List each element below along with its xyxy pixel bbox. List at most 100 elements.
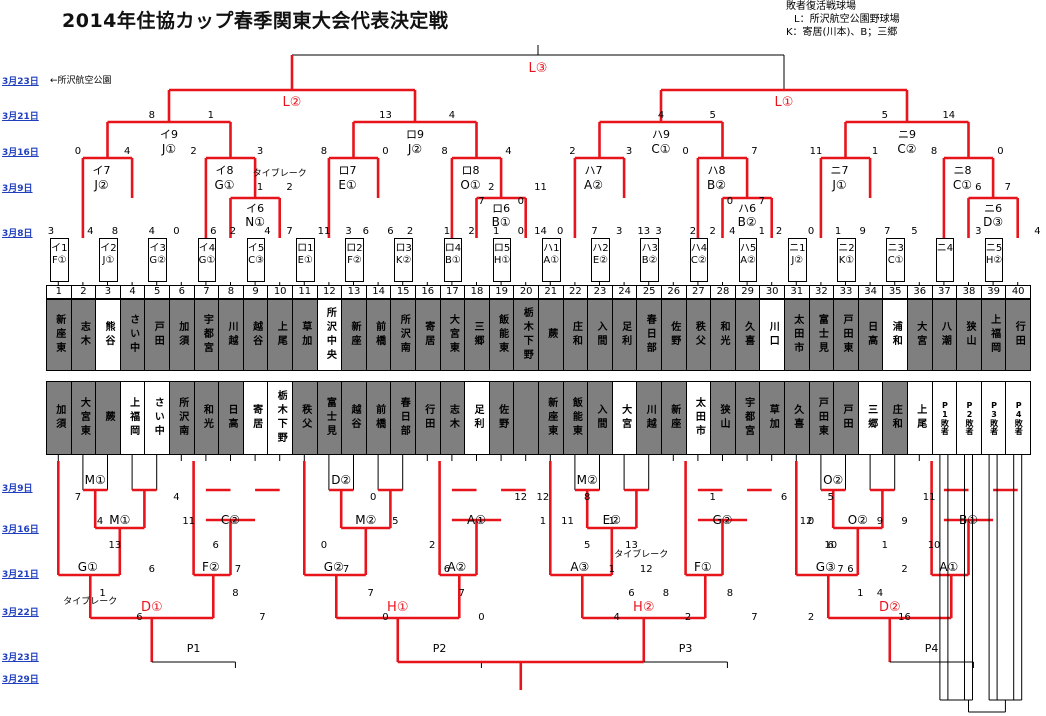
top-team-cell: 大宮東 (439, 299, 466, 371)
top-team-cell: 太田市 (784, 299, 810, 371)
bracket-label: 0 (557, 226, 563, 237)
top-team-cell: 加須 (169, 299, 195, 371)
team-name: 川口 (767, 321, 779, 349)
bracket-label: 1 (444, 226, 450, 237)
bracket-label: 2 (776, 226, 782, 237)
team-name: 久喜 (742, 321, 754, 349)
match-id: ロ4 (444, 243, 462, 254)
bracket-label: 9 (901, 516, 907, 527)
team-name: 佐野 (496, 404, 508, 432)
team-name: 所沢中央 (324, 307, 336, 363)
bracket-label: 6 (387, 226, 393, 237)
bracket-label: 8 (321, 146, 327, 157)
bracket-label: 0 (808, 226, 814, 237)
bracket-label: 8 (727, 588, 733, 599)
match-id: ニ2 (838, 243, 855, 254)
bracket-label: 11 (182, 516, 195, 527)
bracket-label: 1 (99, 588, 105, 599)
bracket-label: イ8 (216, 164, 234, 177)
team-name: 庄和 (890, 404, 902, 432)
column-number: 29 (734, 285, 761, 299)
bracket-label: H① (387, 600, 408, 615)
bottom-team-cell: 上福岡 (119, 381, 146, 455)
team-name: 久喜 (791, 404, 803, 432)
bracket-label: 11 (318, 226, 331, 237)
team-name: 大宮東 (78, 397, 90, 439)
bracket-label: G② (712, 513, 732, 527)
bracket-label: 4 (614, 612, 620, 623)
bracket-label: 2 (190, 146, 196, 157)
match-id: イ1 (51, 243, 68, 254)
column-number: 12 (316, 285, 343, 299)
team-name: 前橋 (373, 321, 385, 349)
bracket-label: 1 (208, 110, 214, 121)
top-team-cell: 庄和 (562, 299, 589, 371)
bracket-label: 6 (363, 226, 369, 237)
team-name: 草加 (299, 321, 311, 349)
column-number: 8 (218, 285, 244, 299)
bracket-label: D③ (983, 215, 1003, 229)
column-number: 24 (611, 285, 638, 299)
bracket-label: 1 (493, 226, 499, 237)
column-number: 19 (488, 285, 515, 299)
top-team-cell: 栃木下野 (513, 299, 539, 371)
match-id: ニ3 (887, 243, 904, 254)
team-name: 熊谷 (102, 321, 114, 349)
team-name: 志木 (78, 321, 90, 349)
venue-label: H② (985, 255, 1003, 266)
venue-label: E② (592, 255, 609, 266)
bracket-label: ハ6 (738, 202, 756, 215)
team-name: 秩父 (299, 404, 311, 432)
bracket-label: F① (694, 560, 712, 574)
match-id: ニ1 (789, 243, 806, 254)
bracket-label: 3 (655, 226, 661, 237)
top-team-cell: 足利 (611, 299, 638, 371)
bottom-team-cell: 上尾 (907, 381, 933, 455)
team-name: 大宮 (619, 404, 631, 432)
bracket-label: 10 (928, 540, 941, 551)
bottom-team-cell: 前橋 (365, 381, 392, 455)
bottom-team-cell: 戸田 (833, 381, 859, 455)
bottom-team-cell: 富士見 (316, 381, 343, 455)
bracket-label: 6 (847, 564, 853, 575)
bracket-label: 5 (911, 226, 917, 237)
bracket-label: 1 (759, 226, 765, 237)
team-name: 浦和 (890, 321, 902, 349)
date-label: 3月22日 (2, 608, 39, 618)
column-number: 21 (538, 285, 564, 299)
bottom-team-cell: 草加 (759, 381, 785, 455)
top-team-cell: 川口 (759, 299, 785, 371)
team-name: さい中 (152, 397, 164, 439)
bottom-team-cell: 川越 (636, 381, 662, 455)
top-team-cell: 浦和 (882, 299, 908, 371)
column-number: 26 (661, 285, 687, 299)
column-number: 17 (439, 285, 466, 299)
team-name: 川越 (225, 321, 237, 349)
top-team-cell: 和光 (710, 299, 736, 371)
column-number: 25 (636, 285, 662, 299)
team-name: 飯能東 (570, 397, 582, 439)
bracket-label: 6 (149, 564, 155, 575)
column-number: 30 (759, 285, 785, 299)
team-name: 蕨 (102, 411, 114, 425)
bracket-label: ロ9 (406, 128, 424, 141)
bracket-label: 5 (709, 110, 715, 121)
bracket-label: 7 (75, 492, 81, 503)
bracket-label: 2 (286, 182, 292, 193)
bracket-label: P2 (433, 642, 447, 655)
bottom-team-cell: さい中 (144, 381, 170, 455)
top-team-cell: 志木 (70, 299, 97, 371)
bracket-label: 6 (444, 564, 450, 575)
bottom-team-cell: 大宮東 (70, 381, 97, 455)
top-team-cell: 富士見 (808, 299, 835, 371)
bracket-label: 13 (637, 226, 650, 237)
bracket-label: 3 (345, 226, 351, 237)
bottom-team-cell: 太田市 (685, 381, 712, 455)
bracket-label: 13 (625, 540, 638, 551)
bracket-label: 2 (429, 540, 435, 551)
bracket-label: G② (324, 560, 344, 574)
